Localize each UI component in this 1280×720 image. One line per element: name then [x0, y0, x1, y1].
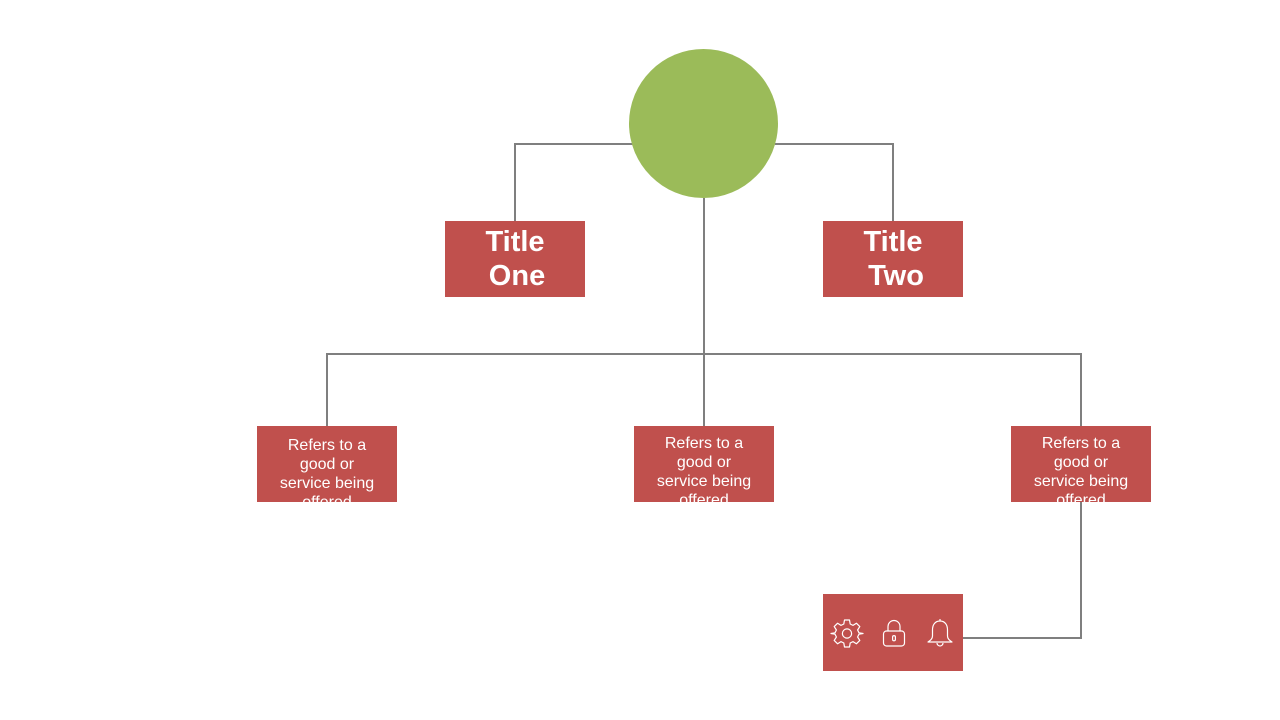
hub-circle	[629, 49, 778, 198]
title-one-box: Title One	[445, 221, 585, 297]
title-one-line1: Title	[485, 226, 545, 258]
connector-hub-title-two	[775, 143, 894, 221]
title-two-line1: Title	[863, 226, 923, 258]
title-two-line2: Two	[868, 260, 924, 292]
title-two-box: Title Two	[823, 221, 963, 297]
title-one-line2: One	[488, 260, 546, 292]
bell-icon	[923, 616, 957, 650]
gear-icon	[830, 616, 864, 650]
lock-icon	[877, 616, 911, 650]
icon-panel	[823, 594, 963, 671]
connector-hub-title-one	[514, 143, 633, 221]
description-box-right: Refers to a good or service being offere…	[1011, 426, 1151, 502]
description-box-center: Refers to a good or service being offere…	[634, 426, 774, 502]
connector-desc-icons	[963, 502, 1082, 639]
description-box-left: Refers to a good or service being offere…	[257, 426, 397, 502]
